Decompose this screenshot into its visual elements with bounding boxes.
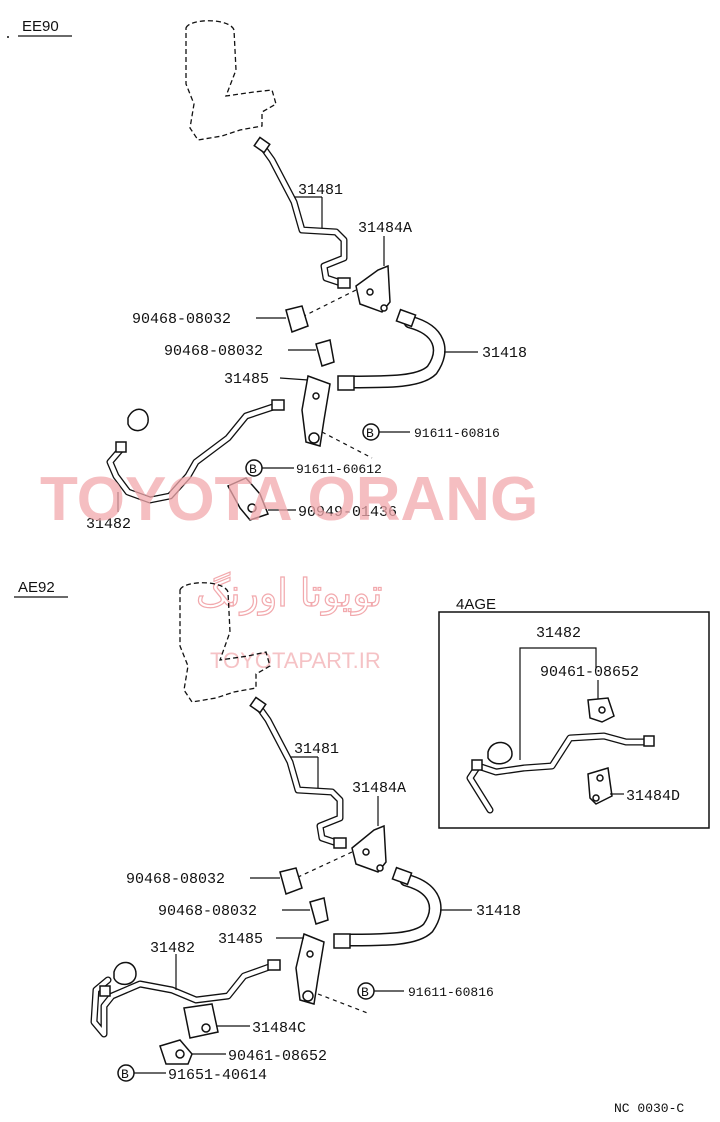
- brake-pipe-31481-ae92: [249, 696, 347, 849]
- label-90468-a-ae92: 90468-08032: [126, 871, 225, 888]
- label-90949-01436: 90949-01436: [298, 504, 397, 521]
- master-cylinder-outline: [185, 20, 277, 141]
- label-90461-08652: 90461-08652: [228, 1048, 327, 1065]
- label-31484d: 31484D: [626, 788, 680, 805]
- diagram-code: NC 0030-C: [614, 1101, 684, 1116]
- flexible-hose-31418-ae92: [333, 866, 442, 949]
- label-31484a: 31484A: [358, 220, 412, 237]
- clip-90468-a-ae92: [279, 867, 303, 895]
- bracket-31484d: [587, 767, 613, 805]
- label-90468-b: 90468-08032: [164, 343, 263, 360]
- label-91611-60816: 91611-60816: [414, 426, 500, 441]
- brake-pipe-31482-inset: [466, 732, 655, 814]
- watermark-url: TOYOTAPART.IR: [210, 648, 381, 673]
- label-31481: 31481: [298, 182, 343, 199]
- clip-90468-b-ae92: [309, 897, 329, 925]
- flexible-hose-31418: [337, 308, 446, 391]
- brake-pipe-31481: [253, 136, 351, 289]
- label-31485: 31485: [224, 371, 269, 388]
- section-ae92: AE92 31481 31484A 90468-08032 90468-0803: [14, 579, 521, 1084]
- brake-pipe-31482: [106, 399, 285, 504]
- bracket-31484a: [355, 264, 391, 313]
- bracket-31484a-ae92: [351, 824, 387, 873]
- section-ee90: EE90 31481 31484A 90468-08032 90468: [7, 18, 527, 533]
- clip-90468-b: [315, 339, 335, 367]
- label-31485-ae92: 31485: [218, 931, 263, 948]
- bracket-31484c: [183, 1003, 219, 1039]
- bolt-badge-b1: B: [366, 426, 374, 441]
- label-90468-b-ae92: 90468-08032: [158, 903, 257, 920]
- bolt-badge-b2: B: [249, 462, 257, 477]
- inset-frame: [438, 611, 710, 829]
- master-cylinder-outline-ae92: [179, 582, 271, 703]
- label-31481-ae92: 31481: [294, 741, 339, 758]
- clamp-90949-01436: [226, 477, 269, 521]
- bracket-31485-ae92: [295, 932, 325, 1005]
- label-31418-ae92: 31418: [476, 903, 521, 920]
- clamp-90461-08652: [159, 1039, 193, 1065]
- label-31482-ae92: 31482: [150, 940, 195, 957]
- label-90468-a: 90468-08032: [132, 311, 231, 328]
- label-91611-60816-ae92: 91611-60816: [408, 985, 494, 1000]
- label-90461-inset: 90461-08652: [540, 664, 639, 681]
- inset-4age: 4AGE 31482 90461-08652 31484D: [438, 596, 710, 829]
- label-91611-60612: 91611-60612: [296, 462, 382, 477]
- watermark-brand: TOYOTA ORANG: [40, 465, 538, 534]
- clip-90468-a: [285, 305, 309, 333]
- section-title-ae92: AE92: [18, 579, 55, 596]
- label-91651-40614: 91651-40614: [168, 1067, 267, 1084]
- watermark: TOYOTA ORANG تویوتا اورنگ TOYOTAPART.IR: [40, 465, 538, 673]
- label-31484a-ae92: 31484A: [352, 780, 406, 797]
- brake-pipe-31482-ae92: [90, 959, 281, 1038]
- bracket-31485: [301, 374, 331, 447]
- label-31482-inset: 31482: [536, 625, 581, 642]
- label-31482-ee90: 31482: [86, 516, 131, 533]
- label-31484c: 31484C: [252, 1020, 306, 1037]
- inset-title: 4AGE: [456, 596, 496, 613]
- bolt-badge-b1-ae92: B: [361, 985, 369, 1000]
- section-title-ee90: EE90: [22, 18, 59, 35]
- bolt-badge-b2-ae92: B: [121, 1067, 129, 1082]
- label-31418: 31418: [482, 345, 527, 362]
- watermark-farsi: تویوتا اورنگ: [196, 571, 383, 616]
